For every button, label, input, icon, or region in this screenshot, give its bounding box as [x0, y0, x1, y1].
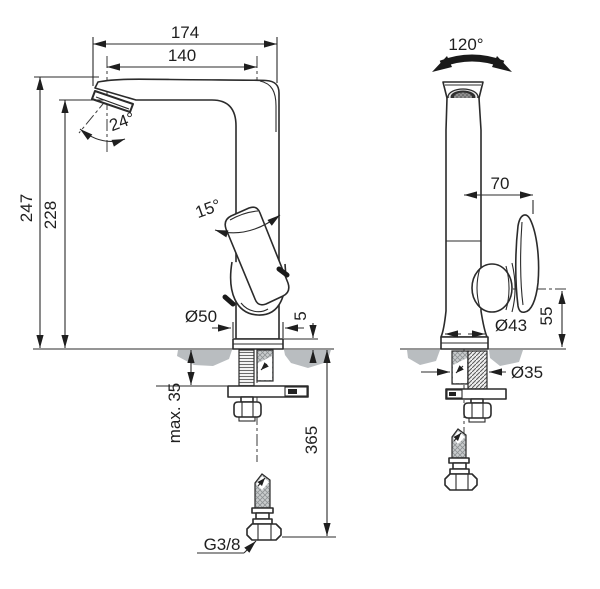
side-view: 174 140 247 228 24° 15°	[17, 23, 336, 554]
dim-total-height-label: 247	[17, 194, 36, 222]
front-hose-up-arrow	[453, 432, 462, 442]
front-handle	[514, 214, 540, 314]
front-dome	[471, 263, 513, 313]
dim-spout-height-label: 228	[41, 201, 60, 229]
dome-clip-left	[222, 294, 236, 307]
mounting-bracket	[227, 385, 309, 398]
dim-spout-reach-label: 140	[168, 46, 196, 65]
dim-handle-offset: 70	[464, 174, 534, 214]
hose-continues-arrow	[260, 362, 269, 371]
dim-max-counter: max. 35	[156, 350, 228, 443]
dim-thread-size: G3/8	[197, 535, 257, 554]
threaded-stud	[238, 349, 255, 387]
front-nut-tail	[468, 417, 486, 423]
front-view: 120°	[400, 35, 566, 491]
dim-spout-angle-label: 24°	[107, 109, 138, 136]
dim-total-width-label: 174	[171, 23, 199, 42]
front-handle-inner-line	[520, 221, 524, 306]
dim-hose-length-label: 365	[302, 426, 321, 454]
side-mounting	[227, 349, 309, 422]
dim-swivel-angle-label: 120°	[448, 35, 483, 54]
hose-collar-2	[255, 512, 270, 520]
dim-total-width: 174	[92, 23, 278, 86]
hose-hex-nut	[246, 523, 282, 541]
front-hose-arrow	[455, 365, 464, 374]
fixing-nut	[233, 401, 262, 418]
dim-base-width-label: Ø43	[495, 316, 527, 335]
dim-tail-diameter-label: Ø35	[511, 363, 543, 382]
front-mounting	[445, 350, 507, 423]
nut-facets	[241, 402, 254, 417]
dim-total-height: 247	[17, 76, 99, 348]
dim-base-diameter-label: Ø50	[185, 307, 217, 326]
swivel-arrowhead-right	[492, 56, 512, 72]
swivel-arc	[439, 54, 505, 68]
countertop-left	[177, 350, 232, 366]
front-countertop	[400, 348, 566, 366]
front-dimensions: 70 55 Ø43 Ø35	[421, 174, 566, 382]
dim-handle-height-label: 55	[537, 307, 556, 326]
front-nut-facets	[471, 403, 484, 418]
side-dimensions: 174 140 247 228 24° 15°	[17, 23, 336, 554]
dim-spout-reach: 140	[107, 46, 257, 71]
dim-spout-angle: 24°	[79, 109, 138, 147]
front-threaded-shank	[467, 350, 488, 390]
front-faucet-body	[440, 81, 540, 350]
dim-base-width: Ø43	[445, 316, 527, 338]
front-countertop-right	[489, 350, 523, 366]
dim-handle-height: 55	[537, 291, 566, 347]
aerator-inner-line	[95, 96, 130, 110]
swivel-arrowhead-left	[432, 56, 452, 72]
front-bracket-clip	[446, 389, 463, 399]
front-hose-hex-nut	[444, 473, 478, 491]
bracket-clip-dark	[288, 389, 297, 394]
dim-handle-offset-label: 70	[491, 174, 510, 193]
ext-lines-50	[232, 322, 284, 338]
dome-inner-arc	[240, 302, 269, 313]
side-hose-end	[246, 473, 282, 541]
handle-rings	[505, 262, 516, 313]
front-bracket-clip-dark	[449, 392, 456, 396]
dim-base-diameter: Ø50	[185, 307, 304, 338]
dim-base-height-label: 5	[291, 311, 310, 320]
dim-max-counter-label: max. 35	[165, 383, 184, 443]
bracket-clip	[284, 386, 308, 397]
angle-arc-24	[79, 128, 126, 147]
front-dome-inner-arc	[476, 267, 481, 309]
dome-clip-right	[276, 266, 290, 278]
hose-up-arrow	[257, 477, 266, 487]
inner-corner-line	[259, 80, 277, 132]
front-hose-collar-2	[452, 462, 467, 470]
front-hose-end	[444, 428, 478, 491]
dim-base-height: 5	[283, 311, 318, 363]
leader-arrow	[243, 540, 257, 554]
countertop-right	[284, 350, 331, 368]
dim-spout-height: 228	[41, 99, 105, 348]
dim-tail-diameter: Ø35	[421, 363, 543, 382]
side-countertop	[33, 348, 334, 368]
dim-thread-size-label: G3/8	[204, 535, 241, 554]
hose-hex-facets	[257, 524, 272, 540]
front-hose-hex-facets	[455, 474, 469, 490]
front-fixing-nut	[463, 402, 492, 419]
dim-handle-angle-label: 15°	[193, 196, 224, 223]
front-countertop-left	[407, 350, 440, 365]
dim-hose-length: 365	[282, 350, 336, 538]
aerator-axis-line	[78, 98, 108, 134]
swivel-indicator: 120°	[432, 35, 512, 72]
nut-tail	[238, 416, 256, 422]
angle-arc-15	[214, 214, 281, 238]
